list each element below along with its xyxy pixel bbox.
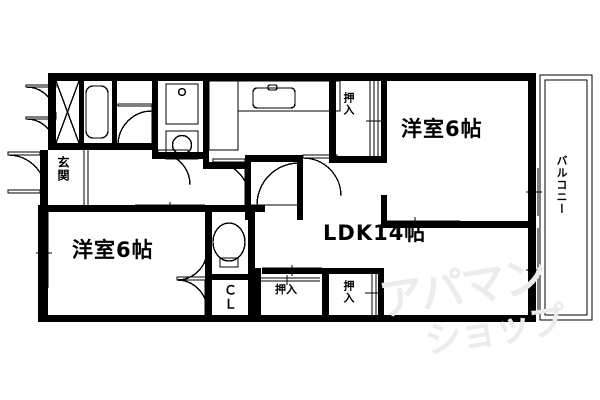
room-label-bedroom-west: 洋室6帖 [72,238,154,262]
hall-door-swing-left [212,158,250,205]
window-balcony-north [526,168,542,216]
washroom-door-swing [157,149,191,186]
bedroom-west-door-swing [176,249,208,315]
closet-label-ldk-left: 押入 [275,283,297,296]
bathtub-icon [85,85,109,139]
window-balcony-ldk [526,228,542,312]
sliding-door-bedroom-north-ldk [387,217,460,228]
bath-door-swing [117,103,153,146]
closet-cl-doors [255,275,320,285]
room-label-entrance: 玄関 [56,156,70,182]
balcony-outline [539,74,593,321]
closet-bedroom-north-doors [366,81,382,160]
room-label-ldk: LDK14帖 [323,221,427,245]
entrance-door-swing-upper [25,84,57,150]
closet-label-cl: ＣＬ [221,283,236,311]
closet-ldk-left-doors [262,265,322,276]
kitchen-counter-icon [208,80,341,151]
sliding-door-hall-ldk [135,202,205,212]
fixture-line-group [7,74,593,321]
genkan-step-line [83,150,89,205]
front-door-swing [7,151,47,194]
window-bedroom-west [36,218,52,288]
hall-door-swing-right [251,162,300,206]
kitchen-sink-icon [252,84,296,109]
shoe-cupboard-icon [55,80,80,144]
vanity-sink-icon [165,83,199,125]
room-label-balcony: バルコニー [555,155,568,215]
closet-label-ldk-right: 押入 [342,280,355,304]
closet-ldk-right-doors [365,274,380,318]
toilet-icon [212,222,246,268]
closet-label-bedroom-north: 押入 [342,92,355,116]
room-label-bedroom-north: 洋室6帖 [401,117,483,141]
washing-machine-icon [165,130,199,160]
ldk-door-swing [302,154,342,197]
